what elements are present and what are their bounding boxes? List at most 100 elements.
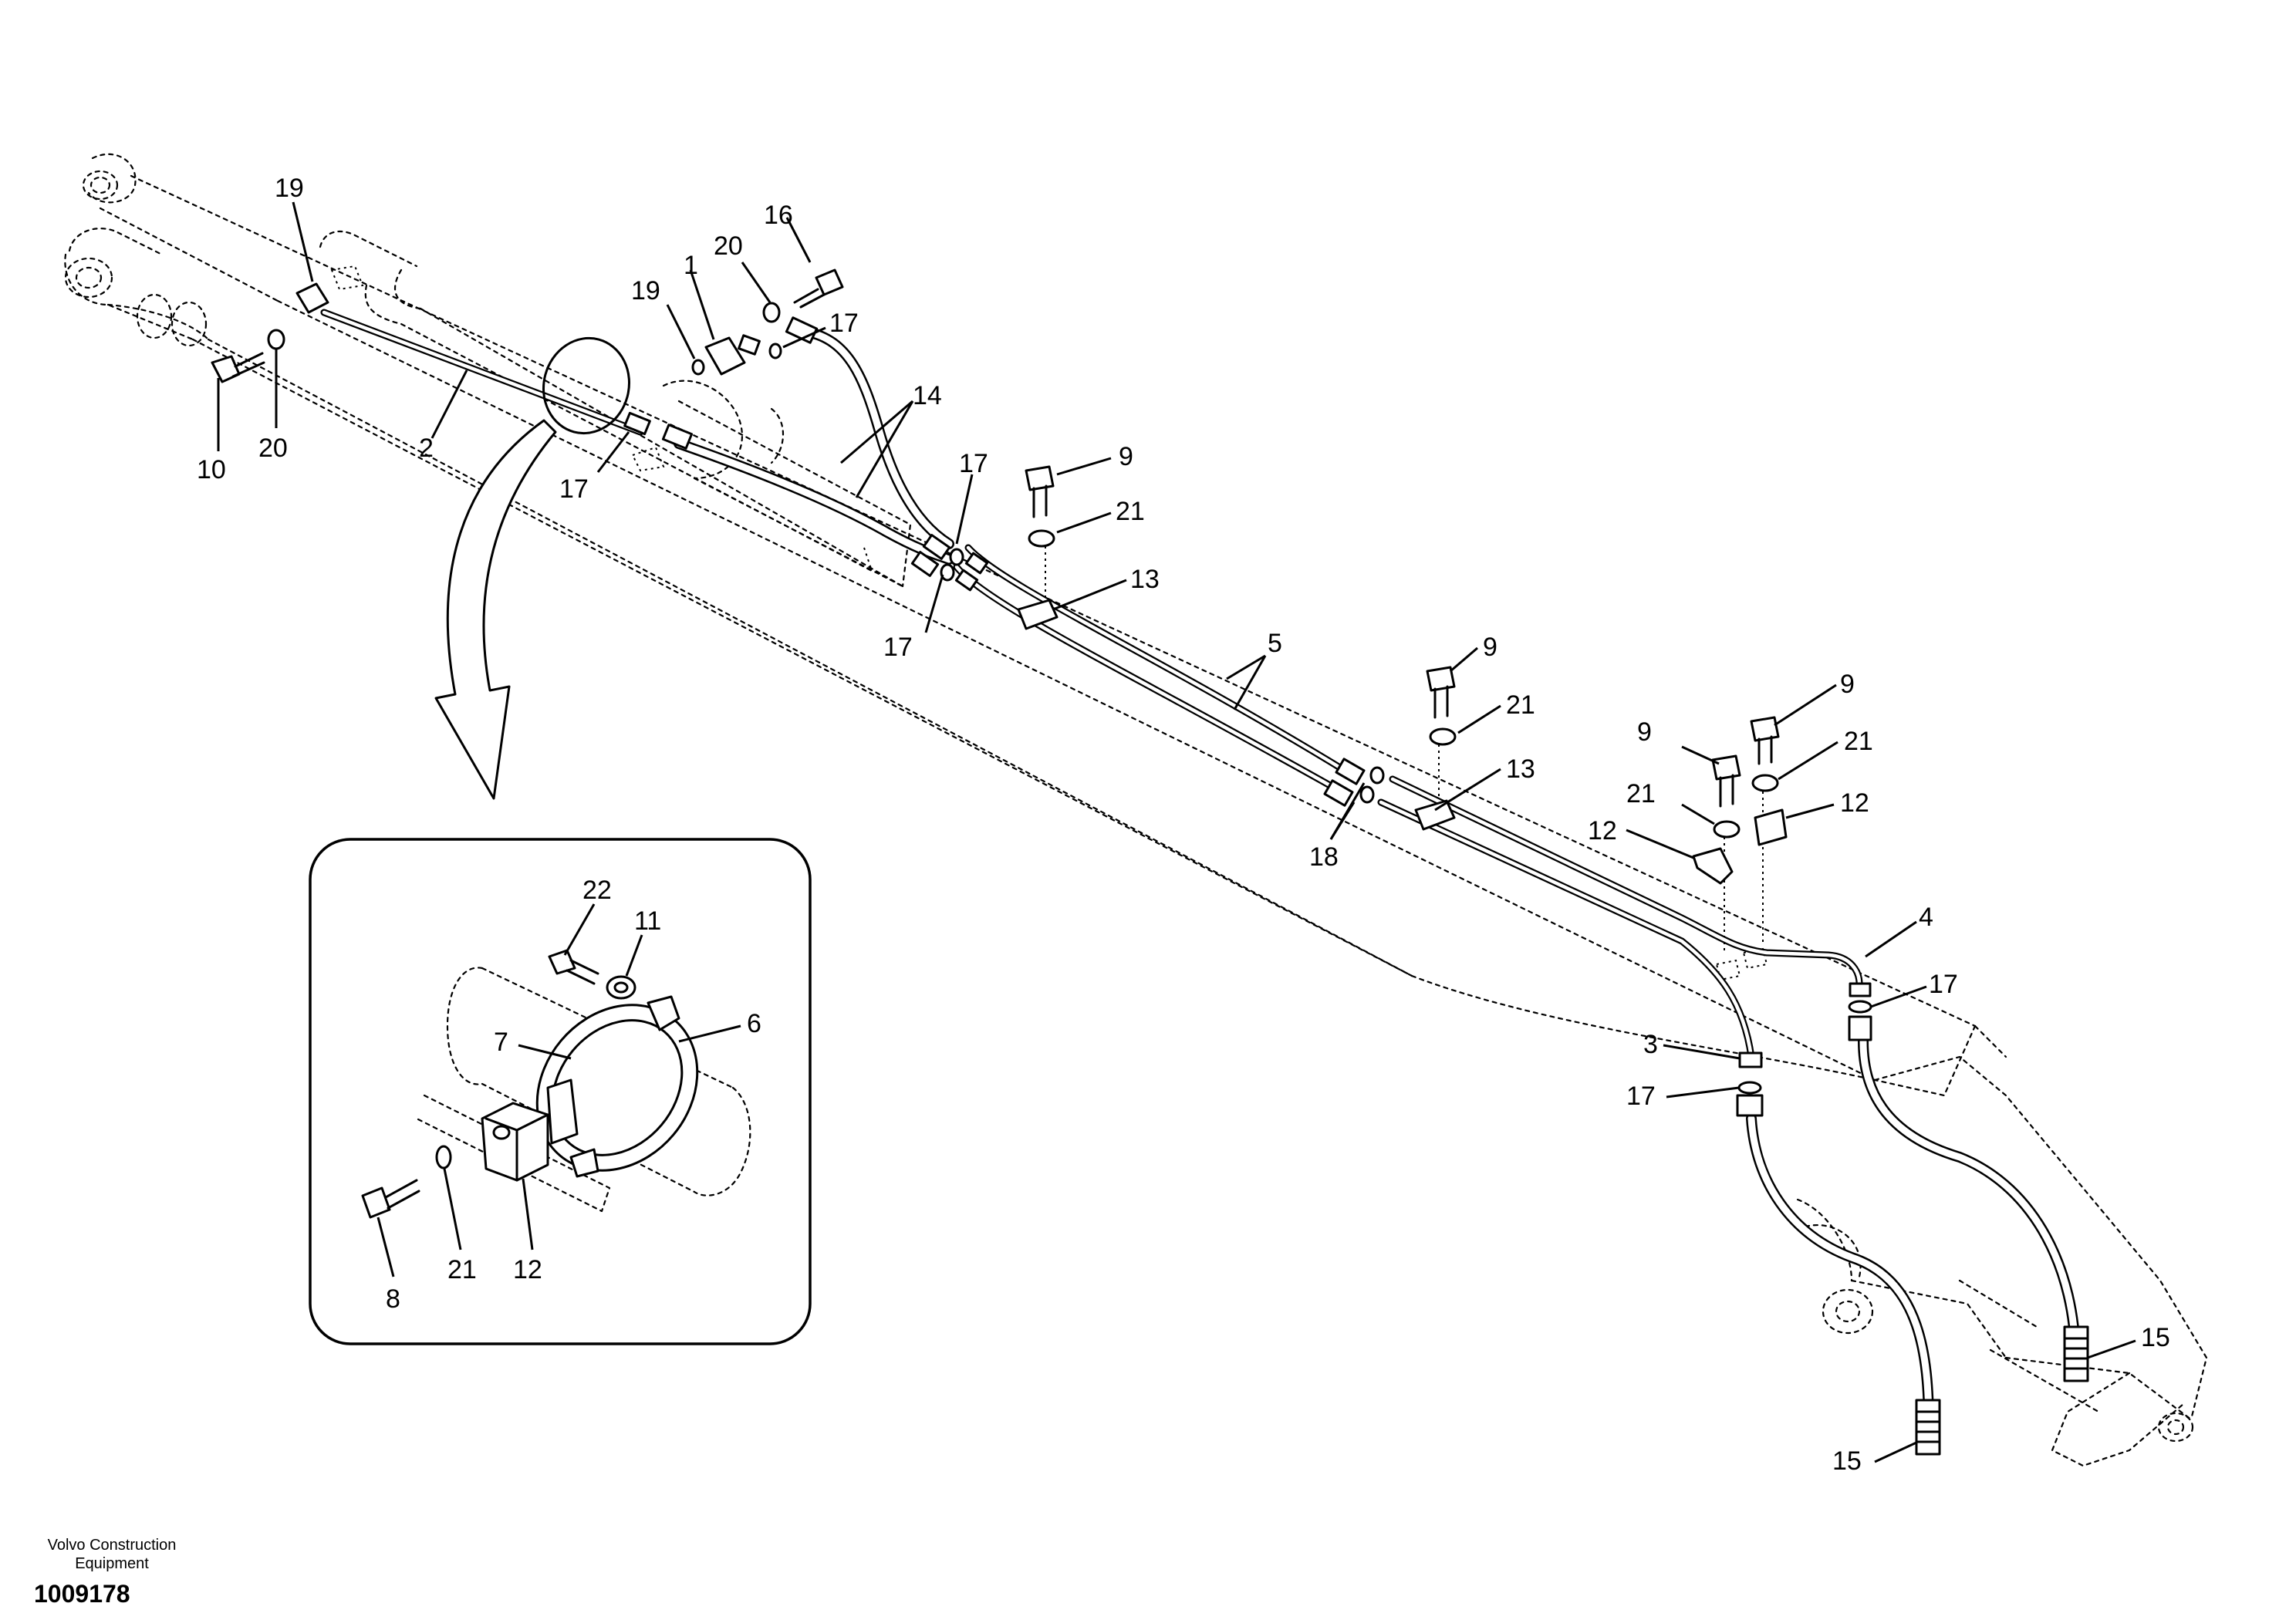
fittings <box>211 268 2089 1456</box>
bolt-16-shank <box>793 288 826 309</box>
callout-17-left: 17 <box>559 474 589 504</box>
callout-12-inset: 12 <box>513 1255 542 1284</box>
boom-outline <box>64 153 2208 1467</box>
bolt-10 <box>211 355 241 383</box>
detail-pointer <box>434 336 630 800</box>
callout-17-mid-lower: 17 <box>883 633 913 662</box>
bolt-22 <box>548 949 576 975</box>
bolt-9-a <box>1025 465 1055 491</box>
callout-4: 4 <box>1919 903 1933 932</box>
drawing-number: 1009178 <box>34 1580 130 1608</box>
block-fitting-19 <box>295 282 329 314</box>
fitting-mid-c <box>964 552 989 575</box>
callout-2: 2 <box>419 434 434 463</box>
callout-18: 18 <box>1309 842 1339 872</box>
o-ring-17-3 <box>1737 1081 1762 1095</box>
block-1 <box>704 336 746 376</box>
o-ring-18-a <box>1369 766 1385 785</box>
hose-end-fitting <box>661 424 694 450</box>
fitting-mid-a <box>922 534 951 560</box>
callout-12-right: 12 <box>1840 788 1869 818</box>
washer-20-upper <box>762 302 781 323</box>
clamp-tab-left <box>546 1078 579 1145</box>
callout-14: 14 <box>913 381 942 410</box>
callout-9-a: 9 <box>1119 442 1133 471</box>
bolt-8 <box>361 1186 391 1219</box>
bolt-16 <box>815 268 844 296</box>
callout-6: 6 <box>747 1009 761 1038</box>
washer-21-c <box>1713 820 1741 839</box>
callout-1: 1 <box>684 251 698 280</box>
bolt-22-shank <box>566 959 599 985</box>
washer-21-a <box>1028 529 1055 548</box>
leader-lines <box>217 201 2136 1463</box>
brand-line-2: Equipment <box>75 1555 149 1572</box>
block-1-port <box>738 334 761 356</box>
clamp-ring-inner <box>551 1019 684 1156</box>
callout-20-left: 20 <box>258 434 288 463</box>
fitting-18-b <box>1323 779 1354 807</box>
bolt-9-c-shank <box>1719 774 1734 808</box>
o-ring-18-b <box>1359 785 1375 804</box>
callout-21-inset: 21 <box>447 1255 477 1284</box>
callout-13-left: 13 <box>1130 565 1160 594</box>
callout-15-left: 15 <box>1832 1446 1862 1476</box>
callout-11: 11 <box>634 906 661 936</box>
inset-detail <box>309 838 812 1345</box>
callout-3: 3 <box>1643 1030 1658 1059</box>
clamp-13-right <box>1414 799 1456 831</box>
callout-19-top: 19 <box>631 276 660 305</box>
bolt-9-d-shank <box>1757 735 1773 765</box>
hose-end-3 <box>1736 1094 1764 1117</box>
washer-19 <box>691 359 705 376</box>
callout-9-c: 9 <box>1637 717 1652 747</box>
callout-21-c: 21 <box>1626 779 1656 808</box>
fitting-mid-b <box>910 551 940 577</box>
callout-15-right: 15 <box>2141 1323 2170 1352</box>
bolt-9-b-shank <box>1433 685 1449 719</box>
callout-21-a: 21 <box>1116 497 1145 526</box>
o-ring-17-mid-b <box>940 563 955 582</box>
hoses-and-pipes <box>320 309 2081 1433</box>
detail-circle <box>542 336 630 435</box>
callout-21-d: 21 <box>1844 727 1873 756</box>
callout-22: 22 <box>582 876 612 905</box>
washer-20-left <box>267 329 285 350</box>
fitting-18-a <box>1335 758 1366 785</box>
callout-17-mid-upper: 17 <box>959 449 988 478</box>
fitting-15-right <box>2063 1325 2089 1382</box>
callout-13-right: 13 <box>1506 754 1535 784</box>
bolt-10-shank <box>231 352 265 378</box>
bolt-9-a-shank <box>1032 484 1048 518</box>
callout-20-top: 20 <box>714 231 743 261</box>
bolt-9-c <box>1711 754 1741 781</box>
fitting-4-end <box>1849 982 1872 997</box>
callout-19-left: 19 <box>275 174 304 203</box>
washer-21-d <box>1751 774 1779 792</box>
detail-arrow <box>434 419 557 800</box>
fitting-15-left <box>1915 1399 1941 1456</box>
hose-end-4 <box>1848 1015 1872 1041</box>
bolt-9-b <box>1426 666 1456 692</box>
callout-labels: 19 10 20 2 17 19 1 20 16 17 14 17 17 9 2… <box>197 174 2170 1476</box>
washer-21-b <box>1429 727 1457 746</box>
fitting-3-end <box>1738 1051 1763 1068</box>
callout-7: 7 <box>494 1028 508 1057</box>
callout-10: 10 <box>197 455 226 484</box>
clamp-tab-bottom <box>569 1148 599 1178</box>
callout-16: 16 <box>764 201 793 230</box>
callout-21-b: 21 <box>1506 690 1535 720</box>
washer-21-inset <box>435 1145 452 1169</box>
callout-8: 8 <box>386 1284 400 1314</box>
callout-12-left: 12 <box>1588 816 1617 845</box>
brand-line-1: Volvo Construction <box>47 1537 177 1554</box>
block-12-hole <box>492 1125 511 1140</box>
callout-9-d: 9 <box>1840 670 1855 699</box>
bolt-9-d <box>1750 716 1780 742</box>
block-12-inset <box>481 1102 549 1182</box>
clamp-12-a <box>1692 847 1734 885</box>
clamp-13-left <box>1017 599 1059 630</box>
callout-17-right: 17 <box>1929 970 1958 999</box>
callout-17-bottom: 17 <box>1626 1082 1656 1111</box>
